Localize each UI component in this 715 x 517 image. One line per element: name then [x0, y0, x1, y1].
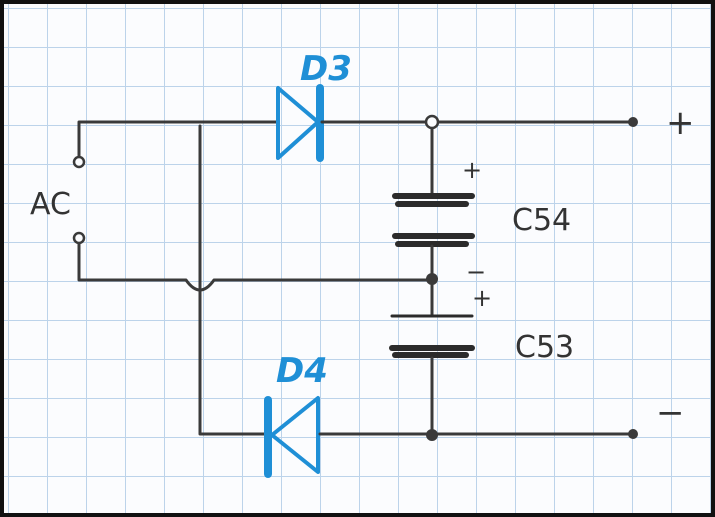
capacitor-c54	[392, 193, 475, 247]
junction-top	[424, 114, 440, 130]
ac-top-wire	[77, 120, 278, 162]
junction-mid	[426, 273, 438, 285]
output-plus-label: +	[666, 103, 695, 143]
cross-link-wire	[198, 124, 268, 436]
ac-bottom-wire	[77, 238, 434, 292]
output-minus-label: −	[656, 393, 685, 433]
ac-terminal-top	[72, 155, 86, 169]
capacitor-c53	[389, 314, 475, 358]
junction-bottom	[426, 429, 438, 441]
ac-terminal-bottom	[72, 231, 86, 245]
c53-label: C53	[515, 330, 574, 365]
d4-label: D4	[276, 351, 328, 391]
c54-label: C54	[512, 203, 571, 238]
c54-plus-label: +	[462, 156, 482, 184]
c54-minus-label: −	[466, 258, 486, 286]
output-terminal-plus	[628, 117, 638, 127]
diode-d4	[264, 396, 320, 478]
output-terminal-minus	[628, 429, 638, 439]
ac-label: AC	[30, 187, 71, 222]
d3-label: D3	[300, 49, 352, 89]
diode-d3	[276, 84, 324, 162]
c53-plus-label: +	[472, 284, 492, 312]
